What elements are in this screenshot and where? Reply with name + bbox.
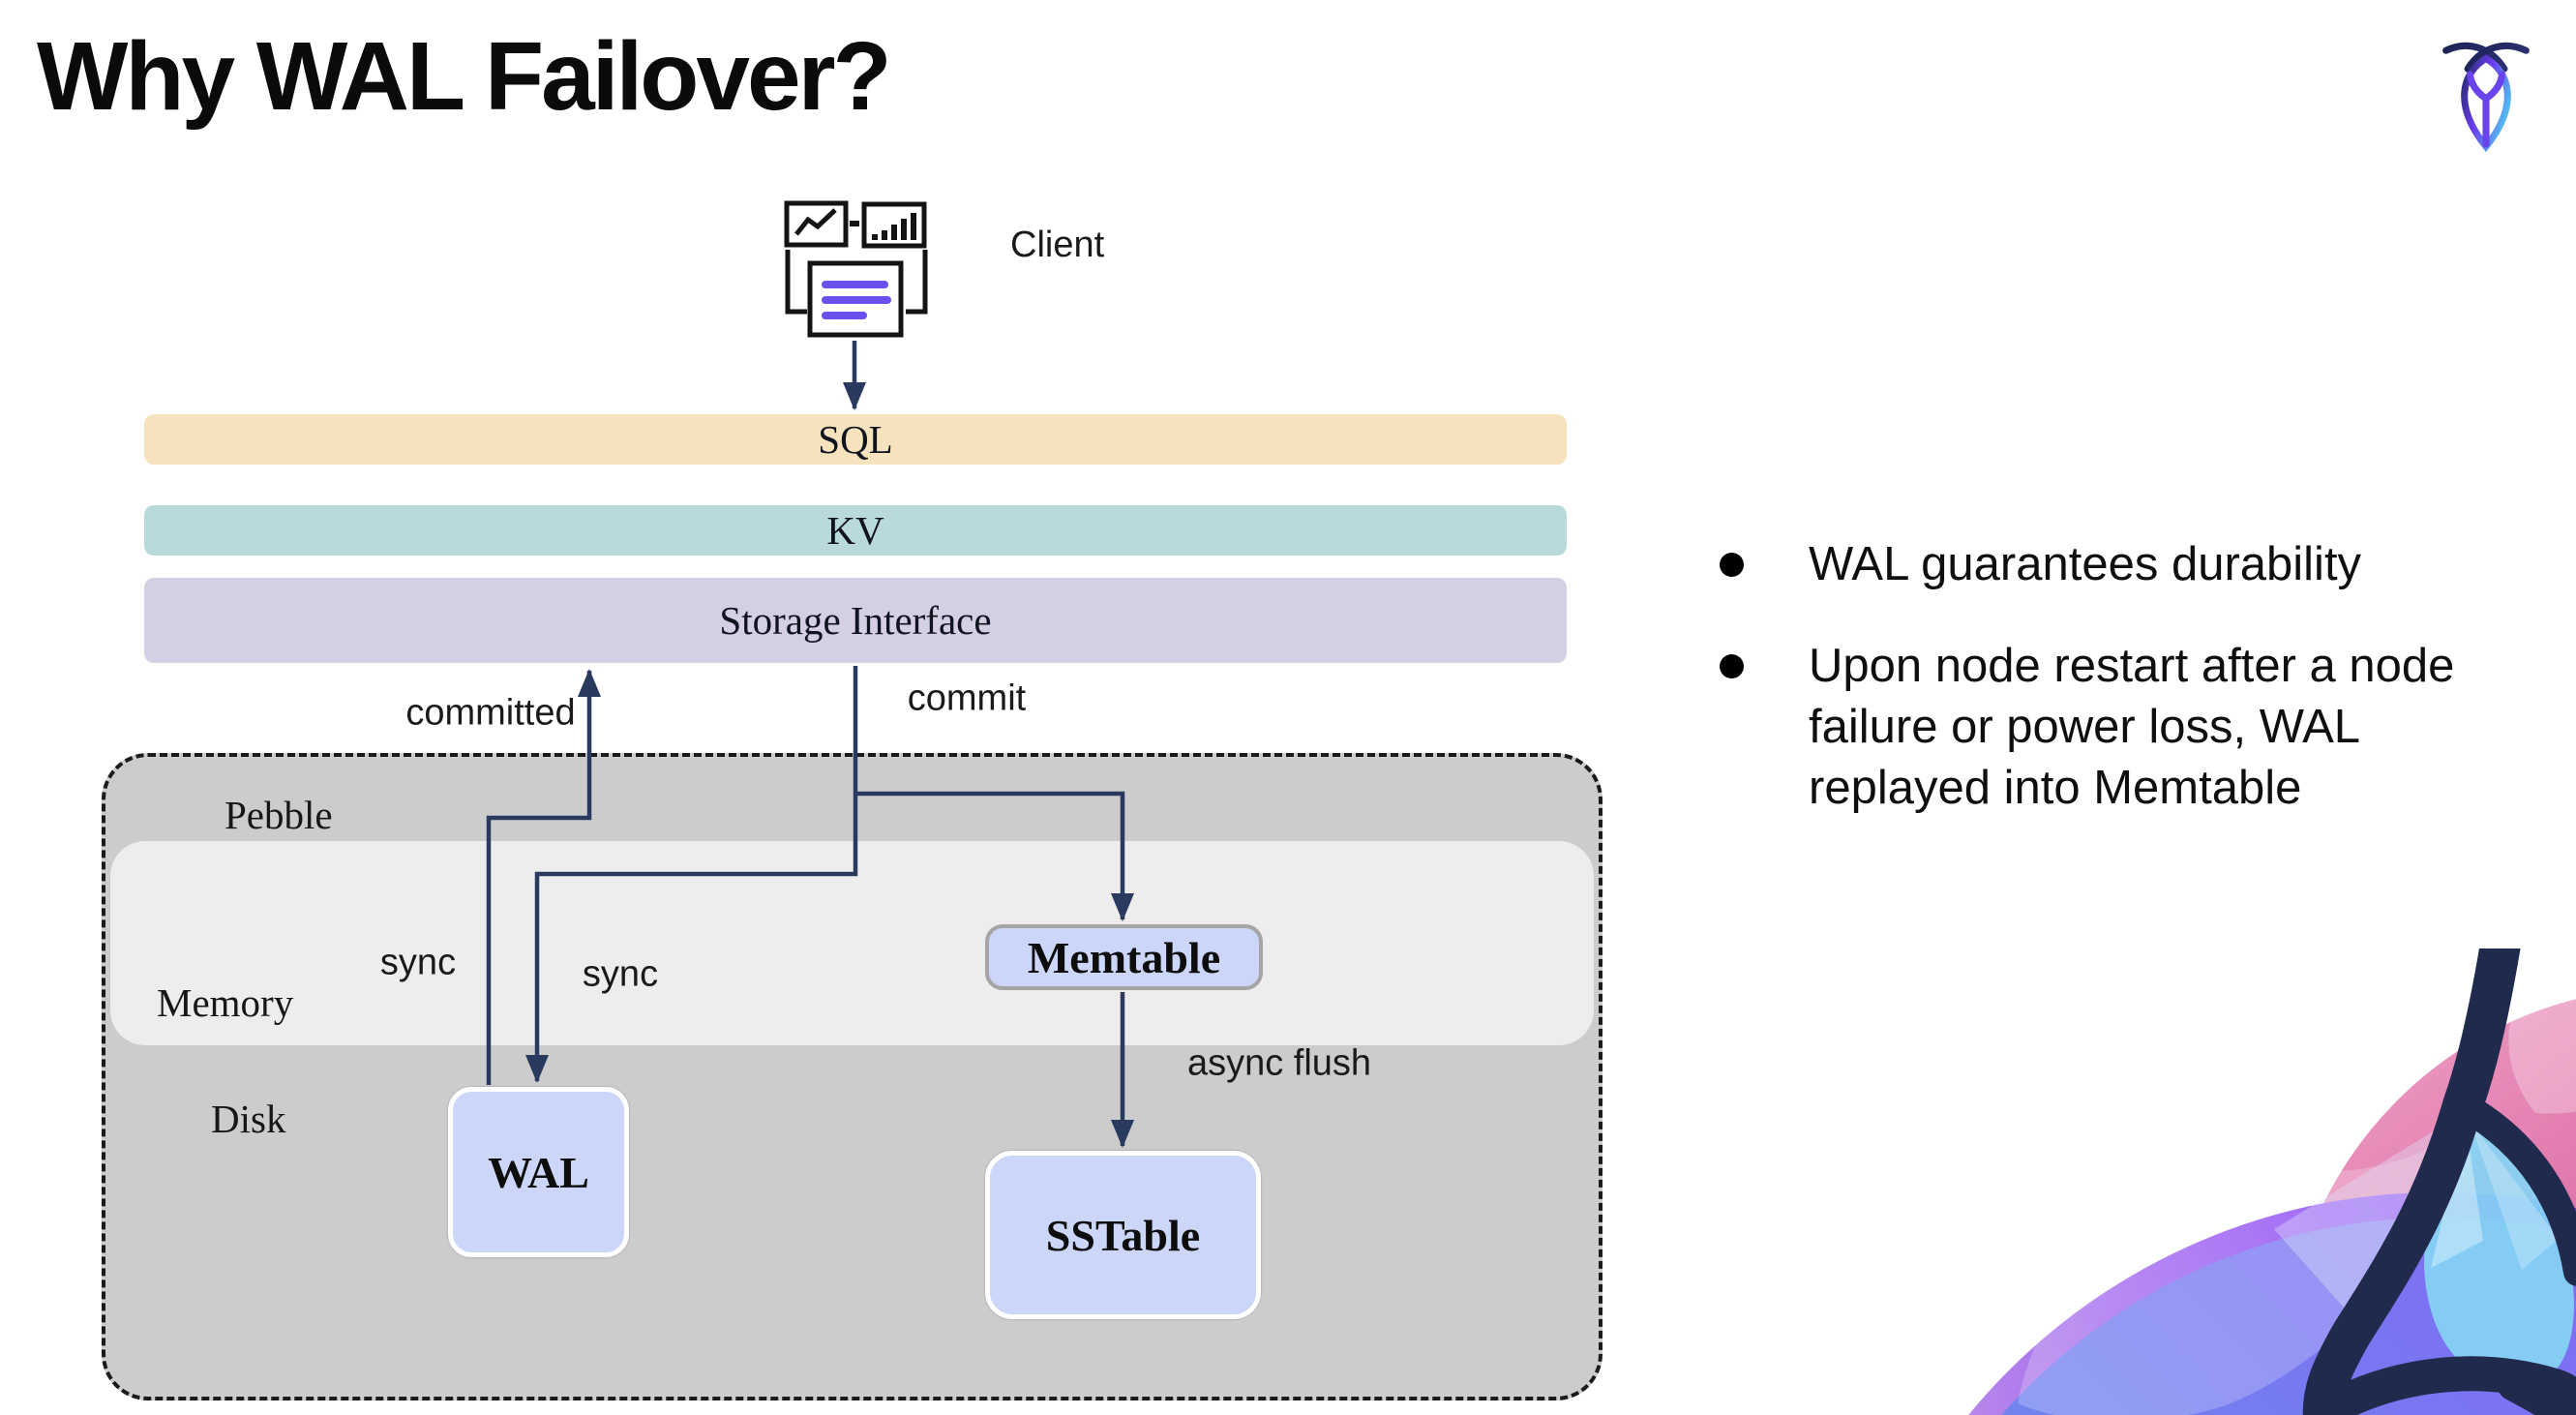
sstable-node: SSTable: [985, 1151, 1261, 1319]
layer-sql-label: SQL: [818, 417, 893, 462]
committed-edge-label: committed: [405, 692, 576, 734]
memtable-node-label: Memtable: [1027, 932, 1221, 982]
list-item: Upon node restart after a node failure o…: [1718, 636, 2515, 819]
layer-sql: SQL: [144, 414, 1567, 465]
client-icon: [784, 200, 928, 338]
layer-kv: KV: [144, 505, 1567, 556]
bullet-dot-icon: [1720, 654, 1744, 678]
bullet-text: Upon node restart after a node failure o…: [1809, 640, 2455, 814]
page-title: Why WAL Failover?: [37, 22, 892, 131]
wal-node-label: WAL: [488, 1147, 589, 1197]
layer-kv-label: KV: [826, 508, 884, 553]
bullet-dot-icon: [1720, 553, 1744, 577]
layer-storage-interface-label: Storage Interface: [719, 598, 992, 643]
decorative-brand-graphic: [1968, 948, 2576, 1415]
sstable-node-label: SSTable: [1045, 1210, 1201, 1260]
list-item: WAL guarantees durability: [1718, 534, 2515, 595]
async-flush-edge-label: async flush: [1186, 1042, 1372, 1084]
cockroachdb-logo-icon: [2442, 42, 2530, 153]
memtable-node: Memtable: [985, 924, 1263, 990]
memory-region: [110, 841, 1594, 1045]
commit-edge-label: commit: [907, 677, 1027, 719]
wal-node: WAL: [448, 1087, 629, 1257]
memory-label: Memory: [157, 980, 294, 1025]
pebble-label: Pebble: [225, 793, 333, 837]
client-label: Client: [1010, 225, 1105, 265]
sync-right-edge-label: sync: [582, 953, 659, 995]
sync-left-edge-label: sync: [379, 942, 457, 983]
bullet-text: WAL guarantees durability: [1809, 538, 2362, 590]
disk-label: Disk: [211, 1097, 286, 1141]
bullet-list: WAL guarantees durability Upon node rest…: [1718, 534, 2531, 859]
layer-storage-interface: Storage Interface: [144, 578, 1567, 663]
